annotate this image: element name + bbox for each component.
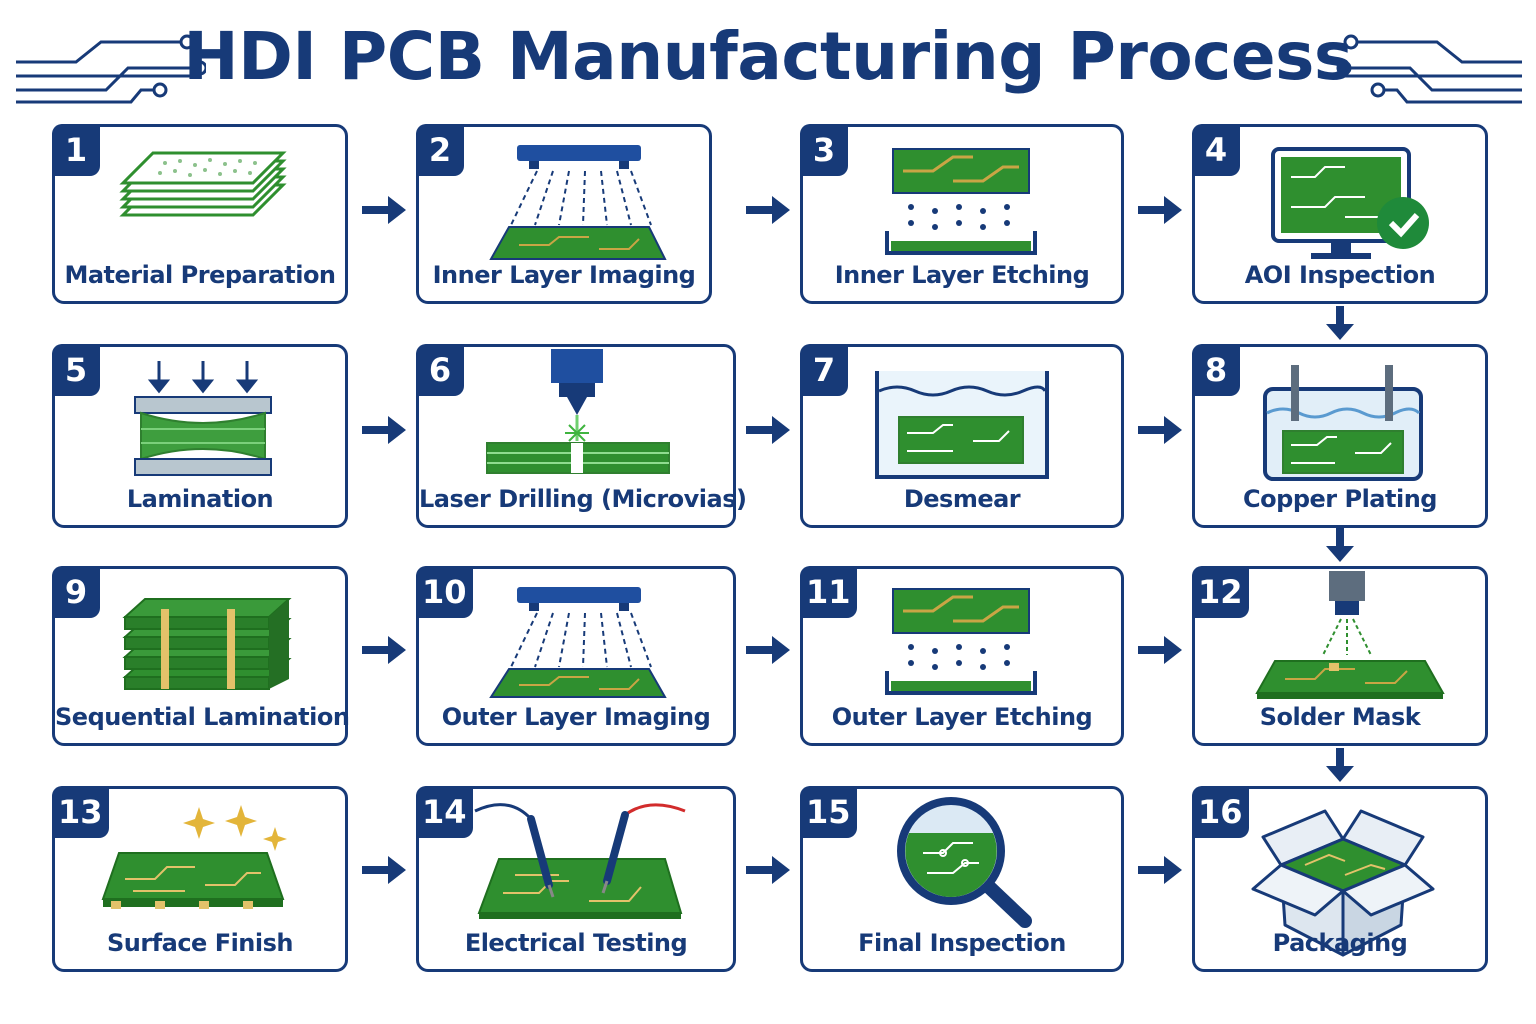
step-label: Final Inspection (858, 929, 1066, 957)
arrow-down-icon (1326, 306, 1354, 340)
step-number: 13 (52, 786, 109, 838)
step-number: 4 (1192, 124, 1240, 176)
step-label: Inner Layer Etching (834, 261, 1090, 289)
arrow-down-icon (1326, 748, 1354, 782)
step-number: 7 (800, 344, 848, 396)
arrow-down-icon (1326, 528, 1354, 562)
arrow-right-icon (362, 856, 406, 884)
step-card-9: 9 Sequential Lamination (52, 566, 350, 746)
step-card-8: 8 Copper Plating (1192, 344, 1488, 528)
monitor-check-icon (1271, 147, 1429, 259)
arrow-right-icon (1138, 196, 1182, 224)
uv-exposure-lamp-icon (489, 145, 667, 260)
step-number: 11 (800, 566, 857, 618)
step-number: 8 (1192, 344, 1240, 396)
step-card-3: 3 Inner Layer Etching (800, 124, 1124, 304)
step-label: Inner Layer Imaging (432, 261, 696, 289)
page-title: HDI PCB Manufacturing Process (183, 18, 1353, 95)
step-label: Sequential Lamination (55, 703, 350, 731)
step-number: 5 (52, 344, 100, 396)
arrow-right-icon (746, 416, 790, 444)
arrow-right-icon (1138, 416, 1182, 444)
chemical-bath-icon (875, 371, 1049, 479)
multilayer-board-icon (122, 598, 292, 690)
step-card-13: 13 Surface Finish (52, 786, 348, 972)
press-stack-icon (134, 361, 272, 476)
step-card-7: 7 Desmear (800, 344, 1124, 528)
magnifier-icon (897, 797, 1032, 928)
step-label: Surface Finish (106, 929, 294, 957)
step-card-4: 4 AOI Inspection (1192, 124, 1488, 304)
step-number: 16 (1192, 786, 1249, 838)
arrow-right-icon (1138, 636, 1182, 664)
uv-exposure-lamp-icon (489, 587, 667, 698)
step-number: 3 (800, 124, 848, 176)
step-label: AOI Inspection (1244, 261, 1436, 289)
step-card-15: 15 Final Inspection (800, 786, 1124, 972)
step-number: 15 (800, 786, 857, 838)
step-number: 2 (416, 124, 464, 176)
step-label: Packaging (1272, 929, 1408, 957)
sparkle-board-icon (101, 805, 287, 909)
step-number: 14 (416, 786, 473, 838)
arrow-right-icon (746, 196, 790, 224)
circuit-trace-right-icon (1336, 34, 1522, 104)
spray-nozzle-icon (1255, 571, 1445, 699)
step-card-14: 14 Electrical Testing (416, 786, 736, 972)
step-number: 1 (52, 124, 100, 176)
step-card-11: 11 Outer Layer Etching (800, 566, 1124, 746)
step-label: Outer Layer Etching (831, 703, 1093, 731)
stacked-laminate-sheets-icon (119, 151, 287, 217)
step-label: Lamination (126, 485, 274, 513)
step-card-10: 10 Outer Layer Imaging (416, 566, 736, 746)
open-box-icon (1251, 809, 1435, 957)
etching-tank-icon (885, 588, 1037, 695)
arrow-right-icon (1138, 856, 1182, 884)
step-card-12: 12 Solder Mask (1192, 566, 1488, 746)
step-label: Electrical Testing (464, 929, 688, 957)
arrow-right-icon (362, 636, 406, 664)
laser-drill-icon (486, 349, 670, 474)
step-number: 12 (1192, 566, 1249, 618)
step-label: Material Preparation (64, 261, 336, 289)
step-number: 10 (416, 566, 473, 618)
arrow-right-icon (746, 856, 790, 884)
step-label: Outer Layer Imaging (441, 703, 711, 731)
arrow-right-icon (362, 416, 406, 444)
arrow-right-icon (362, 196, 406, 224)
step-number: 6 (416, 344, 464, 396)
step-label: Laser Drilling (Microvias) (419, 485, 747, 513)
step-card-16: 16 Packaging (1192, 786, 1488, 972)
etching-tank-icon (885, 148, 1037, 255)
test-probes-icon (474, 803, 686, 919)
step-card-5: 5 Lamination (52, 344, 348, 528)
arrow-right-icon (746, 636, 790, 664)
plating-tank-icon (1263, 365, 1423, 481)
step-number: 9 (52, 566, 100, 618)
step-card-2: 2 Inner Layer Imaging (416, 124, 712, 304)
step-label: Copper Plating (1243, 485, 1437, 513)
circuit-trace-left-icon (16, 34, 206, 104)
step-label: Solder Mask (1259, 703, 1421, 731)
step-label: Desmear (903, 485, 1021, 513)
step-card-1: 1 Material Preparation (52, 124, 348, 304)
step-card-6: 6 Laser Drilling (Microvias) (416, 344, 747, 528)
